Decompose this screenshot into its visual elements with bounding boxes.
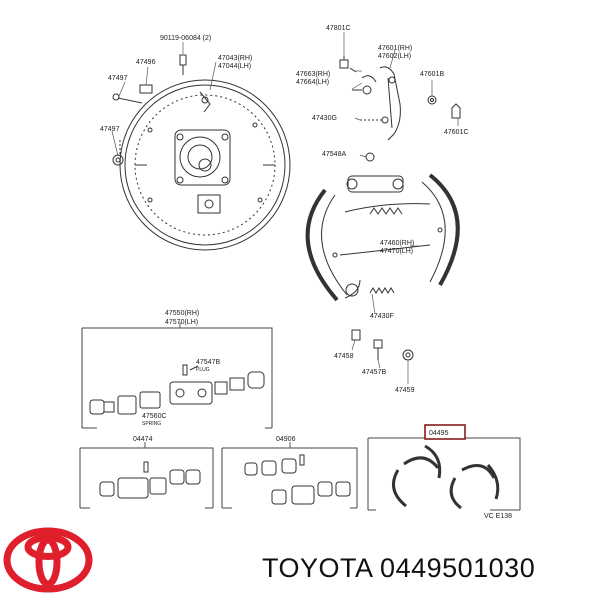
label-47570: 47570(LH) xyxy=(165,319,198,326)
part-labels: 90119-06084 (2) 47496 47497 47497 47043(… xyxy=(100,25,512,520)
label-47497-b: 47497 xyxy=(100,126,120,133)
kit-04906-box xyxy=(221,442,358,509)
label-47460: 47460(RH) xyxy=(380,240,414,247)
adjuster-parts xyxy=(339,56,461,162)
label-47044: 47044(LH) xyxy=(218,63,251,70)
wheel-cylinder-box xyxy=(81,322,273,429)
label-47496: 47496 xyxy=(136,59,156,66)
brake-shoes xyxy=(305,173,460,302)
label-47497-a: 47497 xyxy=(108,75,128,82)
toyota-logo xyxy=(3,527,93,593)
label-47601c: 47601C xyxy=(444,129,469,136)
label-47601b: 47601B xyxy=(420,71,444,78)
label-04474: 04474 xyxy=(133,436,153,443)
label-footer-code: VC E138 xyxy=(484,513,512,520)
label-47430f: 47430F xyxy=(370,313,394,320)
label-47601: 47601(RH) xyxy=(378,45,412,52)
leader-lines-lower xyxy=(351,245,420,384)
kit-04474-box xyxy=(79,442,214,509)
label-47664: 47664(LH) xyxy=(296,79,329,86)
label-47560c-sub: SPRING xyxy=(142,421,161,427)
label-47801c: 47801C xyxy=(326,25,351,32)
label-04906: 04906 xyxy=(276,436,296,443)
leader-lines-right xyxy=(343,32,459,158)
part-caption: TOYOTA 0449501030 xyxy=(262,553,535,584)
label-47430g: 47430G xyxy=(312,115,337,122)
backing-plate xyxy=(119,79,291,251)
label-47547b: 47547B xyxy=(196,359,220,366)
label-47547b-sub: PLUG xyxy=(196,367,210,373)
kit-04495-box xyxy=(367,424,521,511)
brand-name: TOYOTA xyxy=(262,553,373,583)
exploded-view: 90119-06084 (2) 47496 47497 47497 47043(… xyxy=(79,25,521,520)
hold-down-parts xyxy=(351,329,414,361)
label-47663: 47663(RH) xyxy=(296,71,330,78)
label-47560c: 47560C xyxy=(142,413,167,420)
label-04495: 04495 xyxy=(429,430,449,437)
label-47459: 47459 xyxy=(395,387,415,394)
bolt-parts xyxy=(112,54,187,166)
label-47043: 47043(RH) xyxy=(218,55,252,62)
label-47602: 47602(LH) xyxy=(378,53,411,60)
part-number: 0449501030 xyxy=(380,553,536,583)
label-bolt-top: 90119-06084 (2) xyxy=(160,35,211,42)
label-47548a: 47548A xyxy=(322,151,346,158)
leader-lines-left xyxy=(111,42,217,157)
label-47470: 47470(LH) xyxy=(380,248,413,255)
label-47457b: 47457B xyxy=(362,369,386,376)
label-47550: 47550(RH) xyxy=(165,310,199,317)
label-47458: 47458 xyxy=(334,353,354,360)
